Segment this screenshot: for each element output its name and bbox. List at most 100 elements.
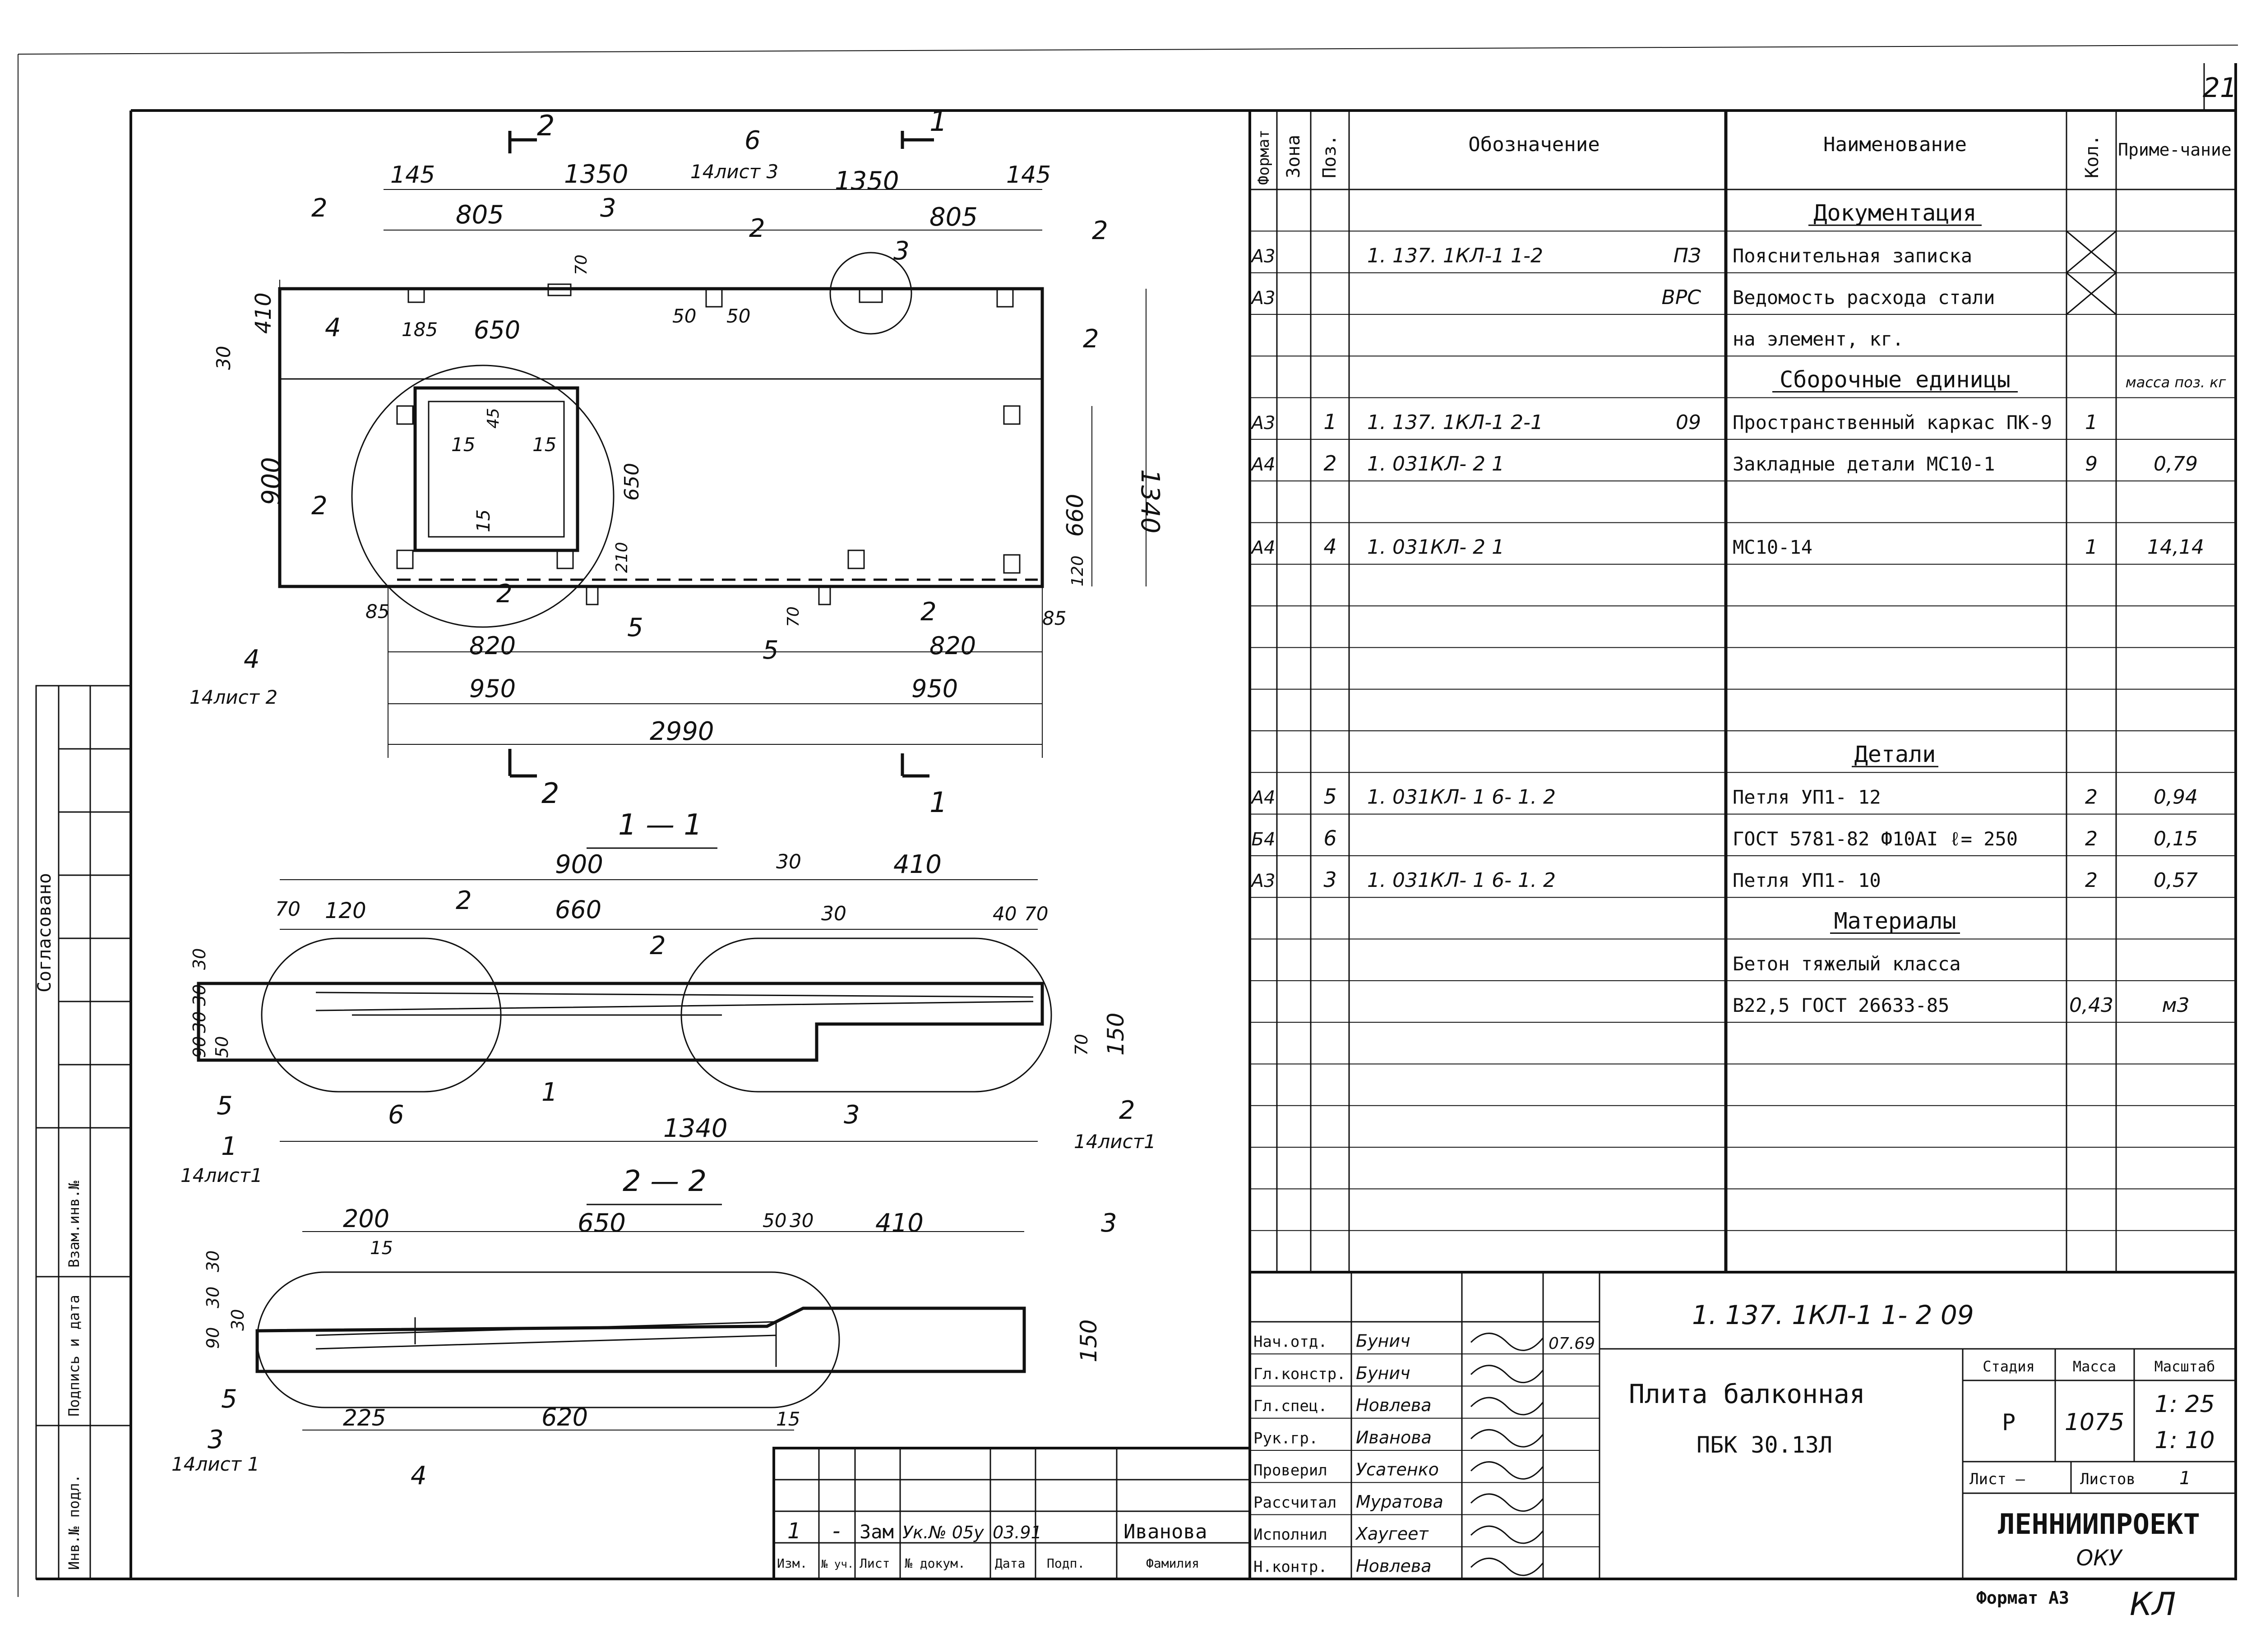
dimension-label: 185	[402, 318, 438, 341]
cross-mark	[2066, 231, 2117, 273]
dimension-label: 15	[370, 1238, 393, 1259]
side-stamp-cell: Взам.инв.№	[65, 1181, 83, 1268]
row-designation: 1. 031КЛ- 2 1	[1367, 452, 1504, 475]
row-quantity: 1	[2085, 411, 2098, 434]
revision-header: № уч.	[821, 1558, 854, 1570]
row-format: А3	[1250, 246, 1276, 267]
dimension-label: 15	[473, 509, 494, 532]
signer-role: Исполнил	[1253, 1526, 1327, 1544]
row-note: 0,15	[2154, 827, 2198, 850]
section-mark: 1	[929, 105, 947, 138]
format-label: Формат А3	[1976, 1588, 2069, 1608]
document-code: 1. 137. 1КЛ-1 1- 2 09	[1692, 1300, 1974, 1330]
row-designation: 1. 137. 1КЛ-1 2-1	[1367, 411, 1543, 434]
row-position: 4	[1323, 535, 1336, 559]
signer-name: Иванова	[1356, 1427, 1432, 1447]
signer-role: Нач.отд.	[1253, 1333, 1327, 1351]
section-mark: 2	[541, 777, 559, 810]
row-format: А4	[1250, 538, 1276, 558]
signer-role: Гл.спец.	[1253, 1397, 1327, 1415]
sheet-ref: 14лист1	[1074, 1131, 1156, 1153]
section-heading: Документация	[1813, 200, 1976, 226]
embedded-part-marks	[396, 283, 1021, 605]
position-label: 3	[893, 236, 910, 266]
row-note: м3	[2162, 994, 2189, 1017]
dimension-label: 805	[929, 203, 978, 232]
leader-ref: 6	[744, 126, 761, 155]
position-label: 3	[208, 1425, 224, 1454]
dimension-label: 620	[541, 1403, 588, 1431]
sheet-label: Лист –	[1969, 1470, 2025, 1488]
row-name: Петля УП1- 12	[1733, 786, 1881, 808]
stage-value: Р	[2002, 1409, 2016, 1435]
dimension-label: 30	[203, 1251, 223, 1272]
signer-rows: Нач.отд.БуничГл.констр.БуничГл.спец.Новл…	[1250, 1331, 1600, 1576]
cross-mark	[2066, 272, 2117, 315]
position-label: 2	[1119, 1096, 1135, 1125]
row-note: 0,79	[2154, 452, 2198, 475]
dimension-label: 950	[911, 674, 958, 703]
section-title: 2 — 2	[623, 1165, 707, 1198]
row-note: 0,57	[2154, 869, 2198, 892]
sheets-label: Листов	[2080, 1470, 2136, 1488]
signature-scribble	[1470, 1493, 1544, 1512]
dimension-label: 30	[190, 1011, 209, 1033]
dimension-label: 145	[390, 162, 435, 189]
scale-header: Масштаб	[2154, 1358, 2215, 1375]
row-name: Петля УП1- 10	[1733, 869, 1881, 891]
dimension-label: 70	[1072, 1034, 1091, 1056]
title-block: Нач.отд.БуничГл.констр.БуничГл.спец.Новл…	[772, 1271, 2237, 1623]
position-label: 4	[325, 313, 341, 342]
dimension-label: 410	[893, 850, 942, 879]
sheet-ref: 14лист 1	[171, 1453, 259, 1475]
revision-doc: Ук.№ 05у	[902, 1523, 984, 1542]
row-format: А3	[1250, 288, 1276, 309]
row-format: А4	[1250, 454, 1276, 475]
signer-name: Усатенко	[1356, 1460, 1439, 1480]
signer-role: Рассчитал	[1253, 1494, 1336, 1512]
dimension-label: 45	[484, 408, 503, 429]
section-mark: 2	[537, 109, 555, 142]
format-mark: КЛ	[2130, 1586, 2176, 1623]
title-line-1: Плита балконная	[1629, 1379, 1865, 1409]
title-line-2: ПБК 30.13Л	[1697, 1432, 1832, 1458]
side-stamp: Согласовано Инв.№ подл. Подпись и дата В…	[34, 685, 132, 1580]
signature-scribble	[1470, 1429, 1544, 1448]
row-code: ПЗ	[1674, 245, 1701, 268]
row-quantity: 9	[2085, 452, 2098, 475]
position-label: 1	[541, 1078, 558, 1107]
position-label: 4	[244, 645, 260, 674]
dimension-label: 50	[763, 1209, 786, 1232]
scale-value: 1: 10	[2154, 1427, 2214, 1454]
organization: ЛЕННИИПРОЕКТ	[1998, 1508, 2200, 1541]
row-name: Бетон тяжелый класса	[1733, 953, 1961, 975]
position-label: 5	[627, 613, 643, 642]
dimension-label: 30	[790, 1209, 814, 1232]
plan-view: 2 1 2 1 145 1350 1350 145 805 805 6 14ли…	[190, 105, 1165, 819]
dimension-label: 50	[726, 305, 750, 327]
mass-header: Масса	[2073, 1358, 2116, 1375]
dimension-label: 805	[456, 200, 504, 230]
position-label: 5	[221, 1384, 237, 1414]
dimension-label: 410	[251, 292, 276, 334]
column-header: Кол.	[2082, 135, 2103, 178]
row-designation: 1. 031КЛ- 2 1	[1367, 536, 1504, 559]
dimension-label: 30	[776, 850, 801, 873]
dimension-label: 950	[469, 674, 516, 703]
date-code: 07.69	[1549, 1334, 1595, 1353]
dimension-label: 650	[620, 463, 643, 501]
dimension-label: 70	[1024, 903, 1048, 925]
side-stamp-cell: Подпись и дата	[65, 1295, 83, 1417]
dimension-label: 650	[474, 316, 520, 344]
position-label: 2	[920, 597, 937, 627]
revision-header: Фамилия	[1146, 1556, 1199, 1571]
section-1-1: 1 — 1 900 30 410 70 120 660 30 40 70 30 …	[180, 808, 1156, 1186]
row-format: А3	[1250, 871, 1276, 891]
dimension-label: 900	[257, 457, 286, 505]
row-designation: 1. 137. 1КЛ-1 1-2	[1367, 245, 1543, 268]
signer-role: Рук.гр.	[1253, 1429, 1318, 1447]
signer-name: Новлева	[1356, 1395, 1432, 1415]
signature-scribble	[1470, 1365, 1544, 1384]
mass-value: 1075	[2065, 1409, 2124, 1436]
